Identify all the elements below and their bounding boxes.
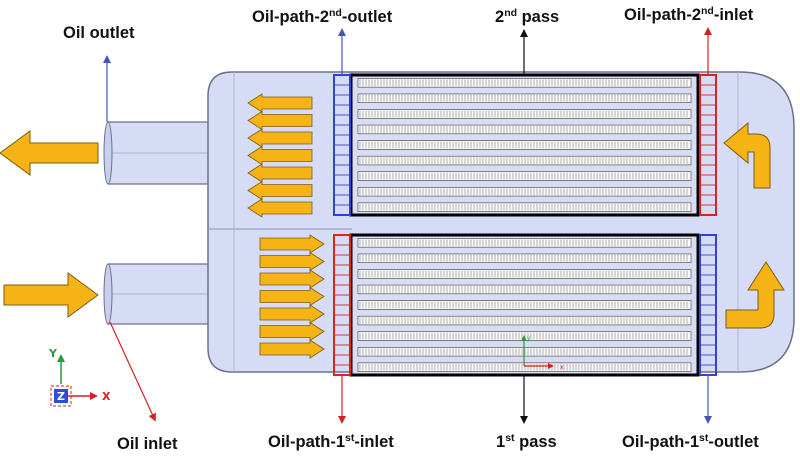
fin-pattern <box>359 363 688 371</box>
flow-arrow-left-icon <box>247 93 313 113</box>
oil-path-1st-inlet-label: Oil-path-1st-inlet <box>268 432 394 451</box>
fin-pattern <box>359 126 688 133</box>
flow-arrow-left-icon <box>247 128 313 148</box>
oil-path-2nd-inlet-label: Oil-path-2nd-inlet <box>624 5 754 24</box>
oil-path-1st-outlet-label: Oil-path-1st-outlet <box>622 432 759 451</box>
oil-inlet-leader <box>109 321 156 422</box>
oil-path-1st-outlet-box <box>699 234 717 376</box>
fin-pattern <box>359 301 688 309</box>
tube-row <box>357 93 692 103</box>
flow-arrow-right-icon <box>259 286 325 307</box>
fin-pattern <box>359 317 688 324</box>
tube-row <box>357 300 692 310</box>
fin-pattern <box>359 203 688 211</box>
flow-arrow-left-icon <box>247 110 313 131</box>
fin-pattern <box>359 348 688 356</box>
tube-row <box>357 238 692 248</box>
core-x-label: x <box>560 364 564 371</box>
fin-pattern <box>359 188 688 196</box>
tube-row <box>357 253 692 263</box>
flow-arrow-right-icon <box>259 304 325 324</box>
oil-inlet-label: Oil inlet <box>117 435 178 453</box>
pass-2nd-label: 2nd pass <box>495 7 559 26</box>
fin-pattern <box>359 157 688 164</box>
flow-arrow-right-icon <box>259 269 325 289</box>
fin-pattern <box>359 239 688 247</box>
fin-pattern <box>359 110 688 118</box>
tube-row <box>357 124 692 135</box>
flow-arrows <box>247 93 325 359</box>
oil-path-2nd-outlet-label: Oil-path-2nd-outlet <box>252 7 393 26</box>
oil-outlet-label: Oil outlet <box>63 24 135 42</box>
tube-row <box>357 284 692 295</box>
tube-row <box>357 171 692 181</box>
axis-y-label: Y <box>48 347 58 360</box>
oil-inlet-flow-arrow <box>3 272 99 318</box>
fin-pattern <box>359 94 688 102</box>
tube-row <box>357 140 692 150</box>
fin-pattern <box>359 270 688 278</box>
tube-row <box>357 202 692 212</box>
flow-arrow-left-icon <box>247 180 313 201</box>
flow-arrow-right-icon <box>259 339 325 359</box>
tube-row <box>357 269 692 279</box>
fin-pattern <box>359 141 688 149</box>
fin-pattern <box>359 79 688 87</box>
fin-pattern <box>359 172 688 180</box>
pass-1st-label: 1st pass <box>496 432 557 451</box>
oil-outlet-flow-arrow <box>0 130 99 176</box>
axis-x-label: X <box>102 390 111 403</box>
flow-arrow-left-icon <box>247 145 313 166</box>
tube-row <box>357 78 692 88</box>
core-y-label: y <box>527 335 531 342</box>
flow-arrow-right-icon <box>259 321 325 342</box>
turn-arrow-top-icon <box>723 121 771 189</box>
flow-arrow-right-icon <box>259 234 325 254</box>
flow-arrow-right-icon <box>259 251 325 272</box>
flow-arrow-left-icon <box>247 163 313 183</box>
fin-pattern <box>359 332 688 340</box>
tube-row <box>357 315 692 326</box>
turn-arrow-bottom-icon <box>725 261 785 329</box>
tube-row <box>357 109 692 119</box>
flow-arrow-left-icon <box>247 198 313 218</box>
axis-z-label: Z <box>57 390 65 403</box>
fin-pattern <box>359 286 688 293</box>
xyz-axis-icon: Y X Z <box>48 347 111 407</box>
tube-row <box>357 155 692 166</box>
tube-row <box>357 187 692 197</box>
fin-pattern <box>359 254 688 262</box>
core-axis-icon: y x <box>521 335 564 371</box>
